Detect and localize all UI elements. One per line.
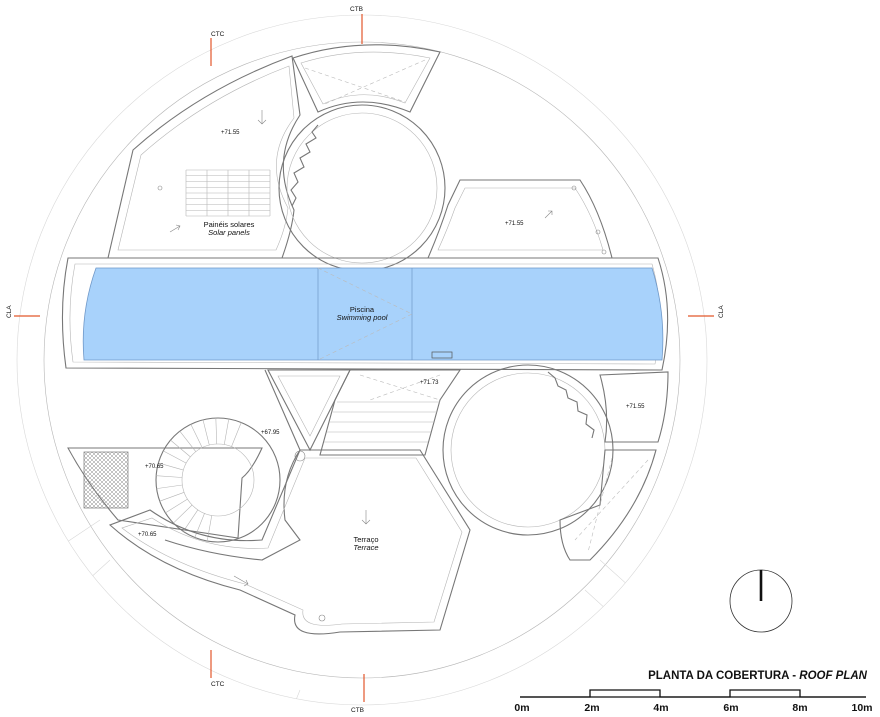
section-label-ctc-bottom: CTC (211, 681, 225, 688)
spiral-stair-treads (156, 418, 242, 542)
block-north-diagonal (304, 59, 426, 105)
room-label-solar-pt: Painéis solares (204, 220, 255, 229)
block-west (67, 447, 263, 539)
spiral-stair-tread (215, 418, 218, 445)
north-courtyard-circle (278, 104, 446, 272)
solar-panel-array (185, 169, 271, 217)
scale-label-6: 6m (723, 702, 738, 714)
block-north-inner (300, 51, 431, 105)
spiral-stair-tread (170, 439, 191, 458)
swimming-pool (82, 267, 664, 361)
room-label-solar-en: Solar panels (208, 228, 250, 237)
central-stair (319, 369, 462, 456)
scale-bar-line (520, 689, 866, 698)
block-southeast (559, 449, 657, 561)
section-label-ctc-top: CTC (211, 31, 225, 38)
drawing-title-main: PLANTA DA COBERTURA - (648, 670, 799, 682)
spiral-stair-inner (181, 443, 255, 517)
spiral-block (164, 369, 301, 561)
spiral-stair-tread (202, 419, 210, 446)
spiral-stair-tread (156, 484, 183, 489)
north-courtyard-inner (286, 112, 438, 264)
spiral-stair-tread (190, 424, 203, 448)
stair-dashed (359, 374, 441, 401)
stair-treads (324, 401, 440, 443)
scale-label-4: 4m (653, 702, 668, 714)
level-label-spiral: +67.95 (261, 430, 280, 436)
north-arrow (729, 569, 793, 633)
block-northeast-inner (437, 187, 604, 251)
spiral-stair-tread (156, 475, 183, 478)
spiral-stair-tread (183, 509, 199, 532)
block-northwest-inner (117, 65, 295, 251)
spiral-stair-tread (159, 492, 185, 502)
scale-label-10: 10m (851, 702, 872, 714)
drawing-title: PLANTA DA COBERTURA - ROOF PLAN (648, 670, 868, 682)
spiral-stair-tread (158, 462, 184, 471)
section-label-cla-left: CLA (6, 305, 13, 318)
spiral-stair-tread (173, 504, 193, 524)
block-terrace-inner (121, 457, 463, 626)
scale-bar (520, 689, 866, 698)
hatched-area (83, 451, 129, 509)
room-label-pool-pt: Piscina (350, 305, 375, 314)
section-label-ctb-top: CTB (350, 6, 363, 13)
block-northwest (107, 55, 301, 259)
courtyard-stone-edge (290, 124, 319, 207)
scale-label-8: 8m (792, 702, 807, 714)
drawing-title-italic: ROOF PLAN (799, 670, 867, 682)
spiral-stair-tread (223, 418, 230, 445)
block-east (599, 371, 669, 443)
spiral-stair-tread (163, 450, 187, 464)
block-north (292, 44, 441, 113)
spiral-stair-tread (165, 498, 188, 514)
spiral-stair-tread (231, 422, 242, 447)
southeast-stone-edge (547, 371, 595, 439)
level-label-west: +70.65 (145, 464, 164, 470)
detail-marks (157, 110, 607, 622)
room-label-pool-en: Swimming pool (337, 313, 388, 322)
spiral-stair-tread (179, 430, 197, 452)
level-label-east: +71.55 (626, 404, 645, 410)
pool-deck (61, 257, 669, 371)
level-label-ne: +71.55 (505, 221, 524, 227)
room-label-terrace-en: Terrace (353, 543, 378, 552)
room-label-terrace-pt: Terraço (353, 535, 378, 544)
block-northeast (427, 179, 613, 259)
pool-ladder (431, 351, 453, 359)
section-label-ctb-bottom: CTB (351, 707, 364, 714)
block-southeast-dash (574, 457, 649, 553)
site-guide-lines (39, 519, 651, 705)
block-terrace (108, 449, 471, 635)
block-south-triangle-inner (277, 375, 341, 437)
level-label-stair: +71.73 (420, 380, 439, 386)
scale-label-0: 0m (514, 702, 529, 714)
level-label-nw: +71.55 (221, 130, 240, 136)
section-label-cla-right: CLA (718, 305, 725, 318)
scale-label-2: 2m (584, 702, 599, 714)
spiral-stair-outer (155, 417, 281, 543)
level-label-southwest: +70.65 (138, 532, 157, 538)
block-south-triangle (267, 369, 351, 452)
section-markers (14, 14, 714, 702)
southeast-courtyard-inner (450, 372, 606, 528)
